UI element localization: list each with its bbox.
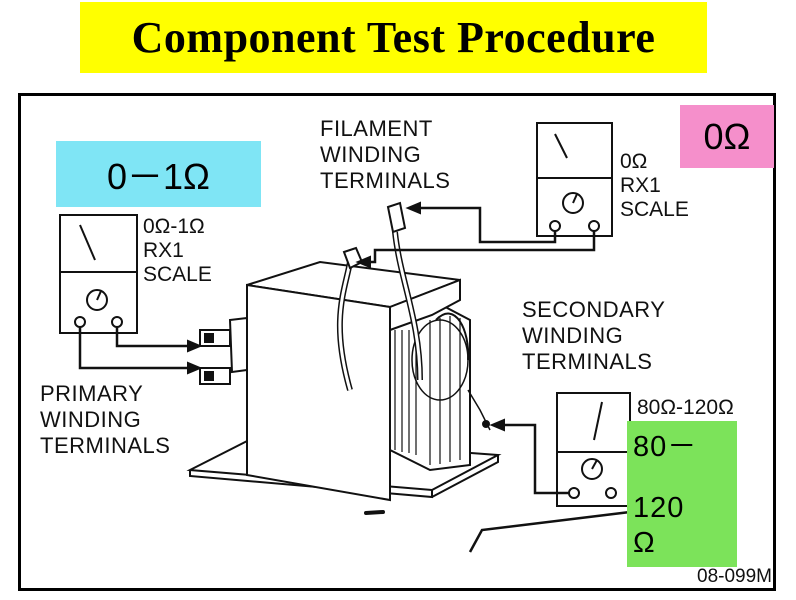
secondary-resistance-highlight (627, 421, 737, 567)
filament-meter (536, 122, 613, 237)
figure-code: 08-099M (697, 566, 772, 587)
primary-meter (59, 214, 138, 334)
primary-terminals-label: PRIMARY WINDING TERMINALS (40, 381, 171, 458)
transformer-side (389, 278, 461, 331)
secondary-highlight-line1: 80－ (633, 431, 698, 463)
secondary-highlight-line2: 120 (633, 492, 685, 524)
primary-resistance-highlight: 0－1Ω (56, 141, 261, 207)
transformer-front (246, 283, 391, 502)
secondary-terminals-label: SECONDARY WINDING TERMINALS (522, 297, 666, 374)
filament-terminals-label: FILAMENT WINDING TERMINALS (320, 116, 451, 193)
base-slot (364, 510, 385, 515)
filament-resistance-highlight: 0Ω (680, 105, 774, 168)
filament-meter-label: 0Ω RX1 SCALE (620, 150, 689, 221)
secondary-meter (556, 392, 631, 507)
primary-meter-label: 0Ω-1Ω RX1 SCALE (143, 215, 212, 286)
secondary-meter-label: 80Ω-120Ω (637, 396, 734, 419)
page-title: Component Test Procedure (131, 13, 656, 62)
title-banner: Component Test Procedure (80, 2, 707, 73)
secondary-highlight-line3: Ω (633, 527, 656, 559)
